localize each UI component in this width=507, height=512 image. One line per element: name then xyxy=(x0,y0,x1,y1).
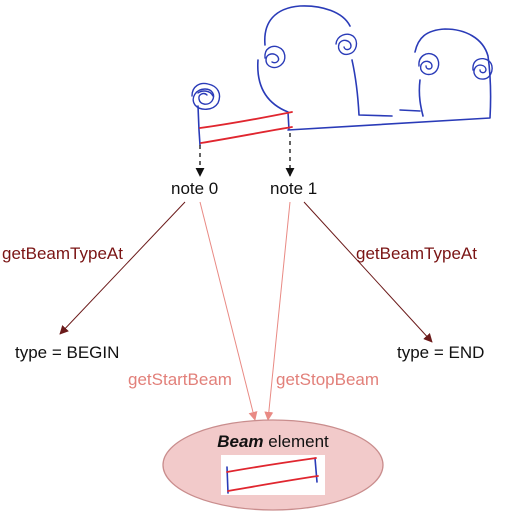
start-beam-label: getStartBeam xyxy=(128,370,232,389)
note1-body-sketch xyxy=(257,5,492,131)
note2-notehead-sketch xyxy=(418,52,493,80)
beam-type-left-label: getBeamTypeAt xyxy=(2,244,123,263)
beam-element-title-rest: element xyxy=(264,432,329,451)
note1-notehead-sketch xyxy=(264,33,358,69)
note0-stem-sketch xyxy=(197,105,201,146)
beam-type-right-arrow xyxy=(303,201,433,343)
stop-beam-arrow xyxy=(264,201,291,421)
sketch-beam-top xyxy=(199,111,293,129)
sketch-beam-bottom xyxy=(200,126,293,144)
beam-element-icon xyxy=(221,455,325,495)
start-beam-arrow xyxy=(199,201,258,421)
beam-element-title: Beam element xyxy=(217,432,329,451)
beam-type-right-label: getBeamTypeAt xyxy=(356,244,477,263)
type-end-label: type = END xyxy=(397,343,484,362)
beam-type-left-arrow xyxy=(59,201,186,335)
note1-label: note 1 xyxy=(270,179,317,198)
notes-sketch xyxy=(191,5,493,146)
note0-label: note 0 xyxy=(171,179,218,198)
beam-element-title-bold: Beam xyxy=(217,432,263,451)
note0-notehead-sketch xyxy=(191,82,221,110)
type-begin-label: type = BEGIN xyxy=(15,343,119,362)
stop-beam-label: getStopBeam xyxy=(276,370,379,389)
